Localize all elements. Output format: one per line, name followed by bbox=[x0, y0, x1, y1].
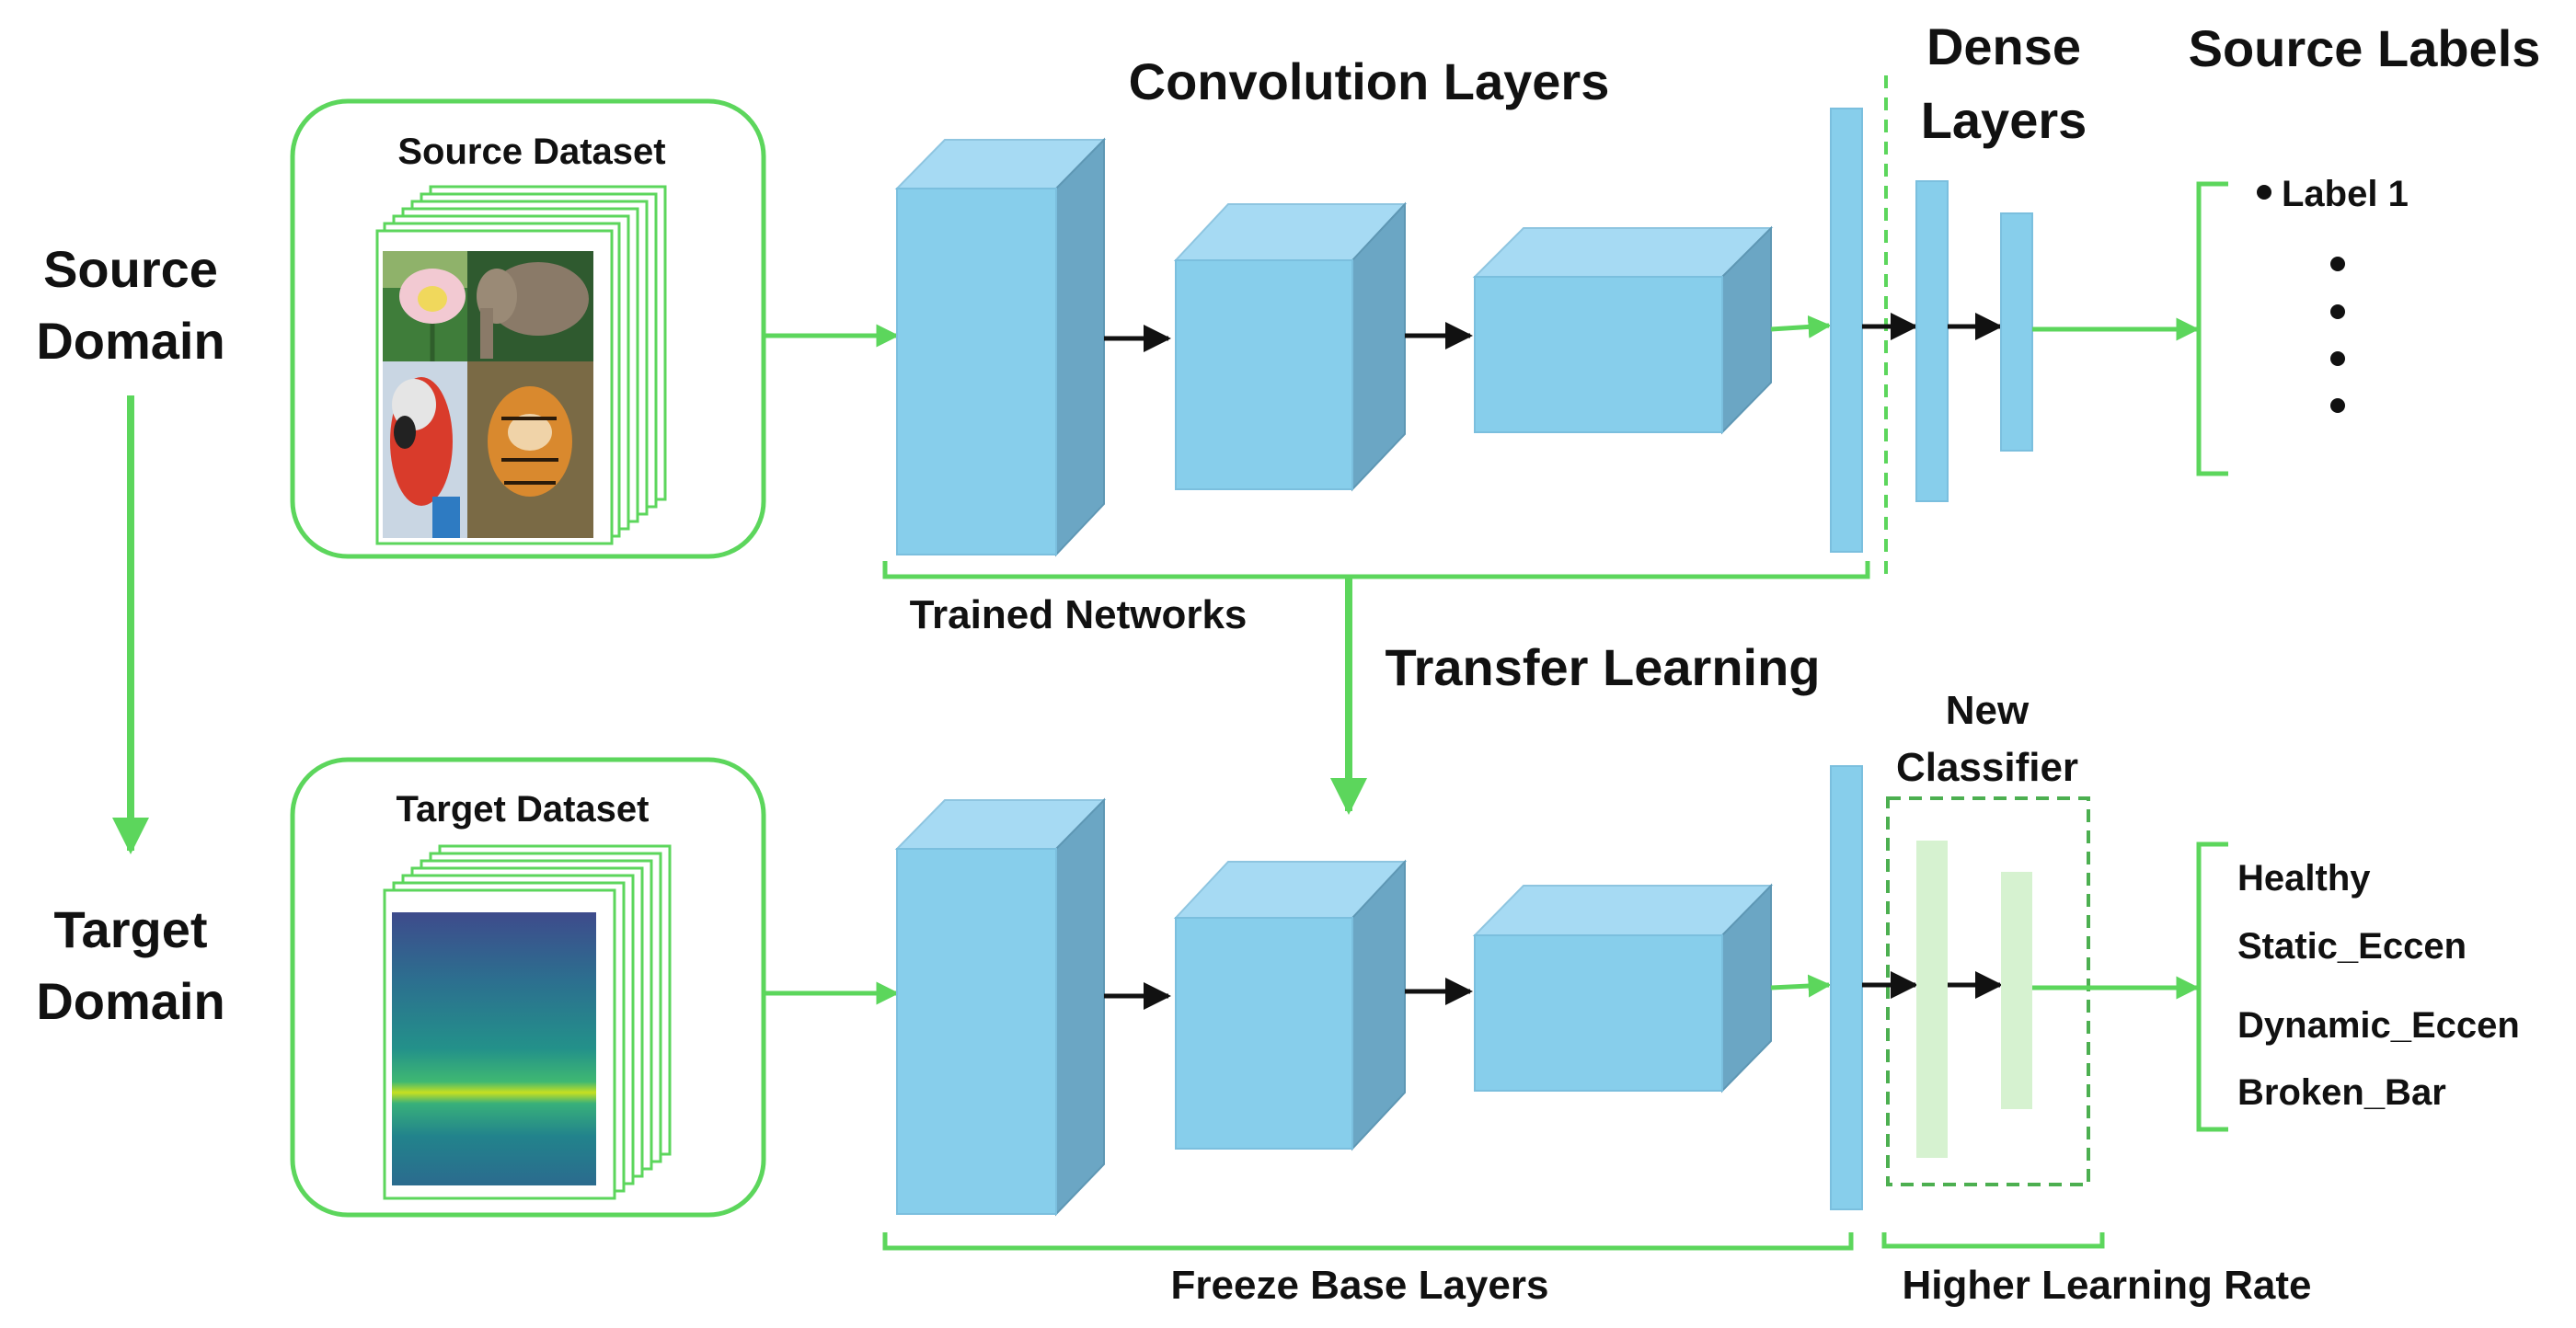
target-dataset-panel: Target Dataset bbox=[290, 757, 766, 1218]
conv3-to-flatten-arrow-top bbox=[1770, 315, 1832, 338]
conv-block-3-bottom bbox=[1472, 883, 1774, 1093]
new-dense-layer-1 bbox=[1916, 841, 1948, 1158]
source-label-1: Label 1 bbox=[2282, 174, 2409, 214]
target-label-broken-bar: Broken_Bar bbox=[2237, 1072, 2446, 1113]
target-dataset-title: Target Dataset bbox=[397, 789, 650, 830]
new-classifier-heading-line2: Classifier bbox=[1896, 745, 2078, 790]
parrot-image bbox=[383, 361, 467, 538]
dense-layers-heading-line2: Layers bbox=[1921, 91, 2087, 149]
tiger-image bbox=[467, 361, 593, 538]
source-domain-label-line1: Source bbox=[43, 240, 218, 298]
target-label-dynamic-eccen: Dynamic_Eccen bbox=[2237, 1005, 2520, 1046]
dense-layer-2-top bbox=[2000, 212, 2033, 452]
target-label-static-eccen: Static_Eccen bbox=[2237, 926, 2467, 967]
conv-block-1-top bbox=[894, 137, 1107, 557]
conv-block-1-bottom bbox=[894, 797, 1107, 1217]
source-dataset-panel: Source Dataset bbox=[290, 98, 766, 559]
flatten-layer-top bbox=[1830, 108, 1863, 553]
new-classifier-box bbox=[1886, 796, 2090, 1186]
flower-image bbox=[383, 251, 467, 361]
flatten-layer-bottom bbox=[1830, 765, 1863, 1210]
source-domain-label-line2: Domain bbox=[36, 312, 224, 370]
target-domain-label-line1: Target bbox=[54, 900, 208, 958]
elephant-image bbox=[467, 251, 593, 361]
source-dataset-title: Source Dataset bbox=[397, 132, 665, 172]
new-classifier-heading-line1: New bbox=[1946, 688, 2030, 733]
spectrogram-image bbox=[392, 912, 596, 1185]
dense-layers-heading-line1: Dense bbox=[1926, 17, 2081, 75]
source-label-bullet bbox=[2257, 185, 2271, 200]
conv3-to-flatten-arrow-bottom bbox=[1770, 974, 1832, 998]
convolution-layers-heading: Convolution Layers bbox=[1129, 52, 1610, 110]
target-domain-label-line2: Domain bbox=[36, 972, 224, 1030]
conv-block-2-top bbox=[1173, 201, 1408, 492]
conv-block-3-top bbox=[1472, 225, 1774, 435]
source-sample-images bbox=[383, 251, 593, 538]
new-dense-layer-2 bbox=[2001, 872, 2032, 1109]
trained-networks-bracket bbox=[882, 561, 1870, 579]
conv-block-2-bottom bbox=[1173, 859, 1408, 1151]
freeze-base-layers-bracket bbox=[882, 1232, 1854, 1251]
transfer-learning-heading: Transfer Learning bbox=[1385, 638, 1820, 696]
target-label-healthy: Healthy bbox=[2237, 858, 2371, 899]
source-labels-bracket bbox=[2196, 181, 2228, 476]
higher-learning-rate-label: Higher Learning Rate bbox=[1903, 1263, 2312, 1308]
target-labels-bracket bbox=[2196, 841, 2228, 1132]
source-labels-ellipsis bbox=[2330, 257, 2345, 413]
higher-learning-rate-bracket bbox=[1881, 1232, 2105, 1249]
trained-networks-label: Trained Networks bbox=[910, 592, 1248, 637]
freeze-base-layers-label: Freeze Base Layers bbox=[1171, 1263, 1549, 1308]
source-labels-heading: Source Labels bbox=[2189, 19, 2541, 77]
dense-layer-1-top bbox=[1915, 180, 1949, 502]
